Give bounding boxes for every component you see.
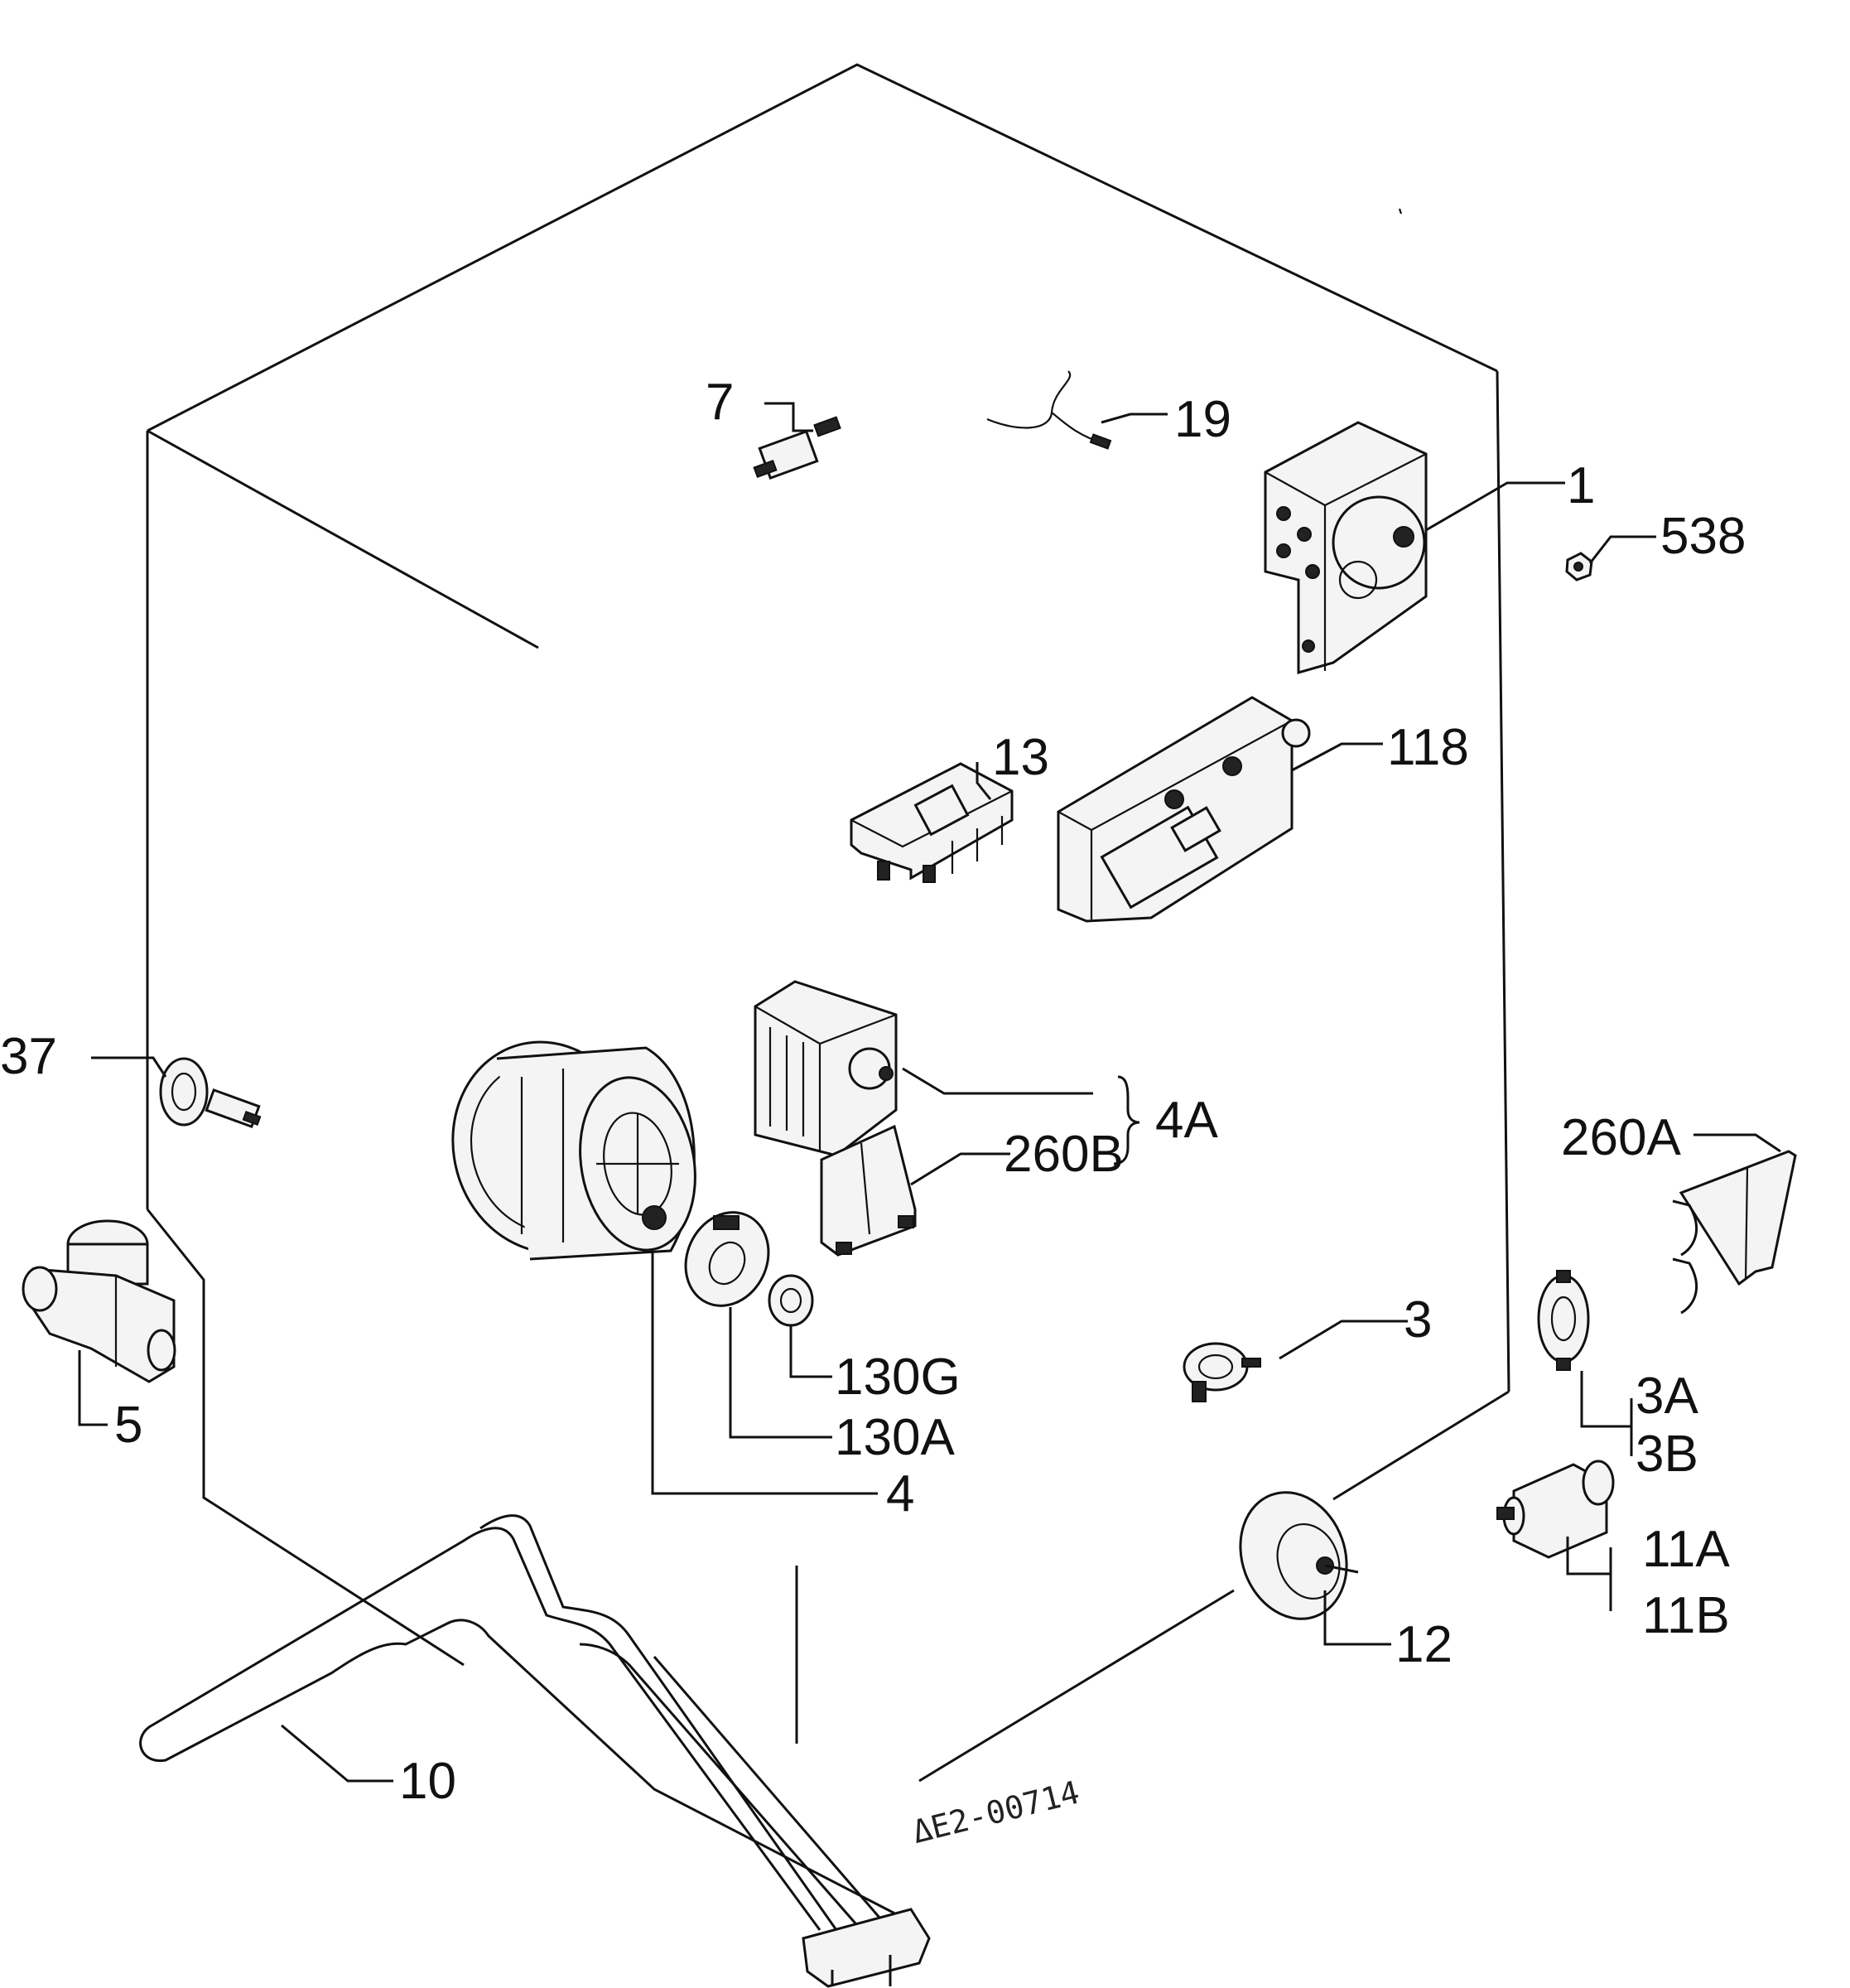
callout-12: 12: [1395, 1616, 1453, 1673]
callout-538: 538: [1660, 508, 1746, 565]
callout-5: 5: [114, 1397, 143, 1454]
part-12-shape: [1239, 1491, 1359, 1620]
part-11a-shape: [1496, 1460, 1615, 1559]
callout-19: 19: [1174, 391, 1231, 448]
leader-lines: [78, 402, 1781, 1783]
part-4-shape: [451, 1040, 696, 1261]
callout-13: 13: [992, 729, 1049, 786]
callout-4a: 4A: [1155, 1092, 1218, 1149]
part-7-shape: [753, 416, 841, 480]
callout-260b: 260B: [1004, 1126, 1124, 1183]
callout-3: 3: [1404, 1291, 1433, 1349]
part-13-shape: [850, 762, 1014, 883]
callout-130g: 130G: [835, 1349, 961, 1406]
part-10-shape: [139, 1514, 931, 1988]
part-260b-shape: [820, 1124, 917, 1257]
callout-130a: 130A: [835, 1409, 955, 1466]
part-130g-shape: [768, 1274, 814, 1327]
part-19-shape: [986, 370, 1112, 450]
callout-7: 7: [706, 374, 735, 431]
callout-10: 10: [399, 1753, 456, 1810]
callout-4: 4: [886, 1465, 915, 1522]
callout-1: 1: [1567, 457, 1596, 514]
callout-11b: 11B: [1642, 1587, 1730, 1644]
callout-3b: 3B: [1636, 1426, 1698, 1483]
callout-118: 118: [1387, 719, 1469, 776]
callout-3a: 3A: [1636, 1368, 1698, 1425]
callout-37: 37: [0, 1028, 57, 1085]
part-118-shape: [1057, 696, 1311, 923]
part-538-shape: [1565, 552, 1593, 581]
part-4a-shape: [754, 980, 898, 1157]
part-5-shape: [22, 1219, 176, 1383]
part-3a-shape: [1537, 1270, 1590, 1371]
callout-11a: 11A: [1642, 1521, 1730, 1578]
part-1-shape: [1264, 421, 1428, 674]
cabinet-outline: [146, 63, 1510, 1783]
part-3-shape: [1183, 1342, 1261, 1402]
callout-260a: 260A: [1561, 1109, 1681, 1166]
part-260a-shape: [1672, 1150, 1797, 1315]
part-130a-shape: [684, 1211, 770, 1307]
part-37-shape: [159, 1057, 262, 1129]
